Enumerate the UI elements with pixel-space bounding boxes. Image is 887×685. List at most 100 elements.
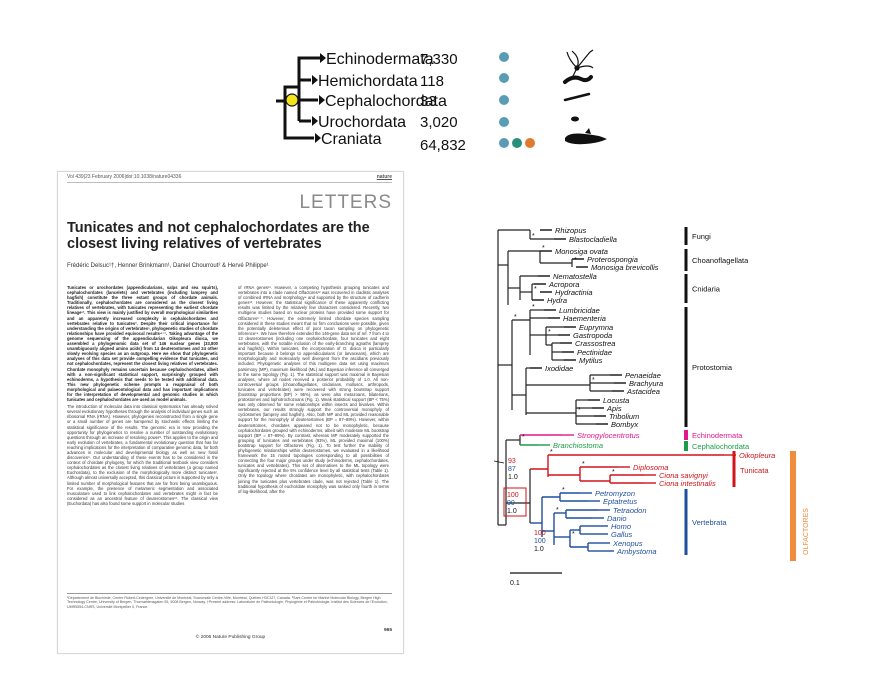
branch-lines xyxy=(276,56,320,140)
taxon-ciona-savignyi: Ciona savignyi xyxy=(659,471,708,480)
taxon-xenopus: Xenopus xyxy=(612,539,643,548)
taxon-homo: Homo xyxy=(611,522,631,531)
body-text-right: of rRNA genes¹¹. However, a competing hy… xyxy=(238,285,389,494)
taxon-penaeidae: Penaeidae xyxy=(625,371,661,380)
group-label-fungi: Fungi xyxy=(692,232,711,241)
count-echinodermata: 7,330 xyxy=(420,51,458,68)
support-box-mp: 100 xyxy=(507,492,519,499)
group-label-tunicata: Tunicata xyxy=(740,466,769,475)
paper-page: Vol 439|23 February 2006|doi:10.1038/nat… xyxy=(57,171,404,654)
crinoid-icon xyxy=(566,49,594,77)
taxon-ciona-intestinalis: Ciona intestinalis xyxy=(659,479,716,488)
count-cephalochordata: 33 xyxy=(420,93,437,110)
taxon-euprymna: Euprymna xyxy=(579,323,613,332)
support-star-4: * xyxy=(514,314,517,321)
dot-urochordata xyxy=(499,117,509,127)
count-hemichordata: 118 xyxy=(420,73,444,90)
taxon-apis: Apis xyxy=(606,404,622,413)
taxon-astacidea: Astacidea xyxy=(626,387,660,396)
taxon-labels: Echinodermata Hemichordata Cephalochorda… xyxy=(318,51,447,148)
dot-hemichordata xyxy=(499,73,509,83)
taxon-echinodermata: Echinodermata xyxy=(326,51,434,68)
taxon-branchiostoma: Branchiostoma xyxy=(553,441,603,450)
paper-title: Tunicates and not cephalochordates are t… xyxy=(67,220,370,252)
taxon-monosiga-brevicollis: Monosiga brevicollis xyxy=(591,263,659,272)
taxon-crassostrea: Crassostrea xyxy=(575,339,615,348)
group-label-echinodermata: Echinodermata xyxy=(692,431,743,440)
support-star-13: * xyxy=(562,487,565,494)
group-label-cnidaria: Cnidaria xyxy=(692,285,721,294)
taxon-ixodidae: Ixodidae xyxy=(545,364,573,373)
taxon-proterospongia: Proterospongia xyxy=(587,255,638,264)
taxon-haementeria: Haementeria xyxy=(563,314,606,323)
dot-craniata-2 xyxy=(512,138,522,148)
header-citation: Vol 439|23 February 2006|doi:10.1038/nat… xyxy=(67,174,182,180)
lancelet-icon xyxy=(563,92,591,102)
chordate-summary-tree: Echinodermata Hemichordata Cephalochorda… xyxy=(276,51,466,154)
support-star-7: * xyxy=(592,377,595,384)
taxon-bombyx: Bombyx xyxy=(611,420,638,429)
support-vert-ml: 100 xyxy=(534,538,546,545)
count-craniata: 64,832 xyxy=(420,137,466,154)
body-text-left: The introduction of molecular data into … xyxy=(67,404,218,506)
taxon-hemichordata: Hemichordata xyxy=(318,73,418,90)
scale-bar-label: 0.1 xyxy=(510,580,520,587)
journal-header: Vol 439|23 February 2006|doi:10.1038/nat… xyxy=(67,173,392,183)
count-urochordata: 3,020 xyxy=(420,114,458,131)
group-label-protostomia: Protostomia xyxy=(692,363,733,372)
dot-cephalochordata xyxy=(499,95,509,105)
support-olf-mp: 93 xyxy=(508,458,516,465)
taxon-gallus: Gallus xyxy=(611,530,633,539)
support-star-6: * xyxy=(548,329,551,336)
taxon-gastropoda: Gastropoda xyxy=(573,331,612,340)
taxon-cephalochordata: Cephalochordata xyxy=(325,93,447,110)
support-star-2: * xyxy=(574,257,577,264)
chordate-node-marker xyxy=(285,93,299,107)
taxon-strongylocentrotus: Strongylocentrotus xyxy=(577,431,640,440)
support-star-14: * xyxy=(556,507,559,514)
group-label-cephalochordata: Cephalochordata xyxy=(692,442,750,451)
support-box-ml: 90 xyxy=(507,500,515,507)
dot-echinodermata xyxy=(499,52,509,62)
tunicate-icon xyxy=(571,116,579,122)
olfactores-support-box xyxy=(503,487,527,517)
support-star-1: * xyxy=(542,245,545,252)
affiliations-footnote: ¹Département de Biochimie, Centre Robert… xyxy=(67,593,392,609)
page-number: 965 xyxy=(383,628,392,633)
taxon-pectinidae: Pectinidae xyxy=(577,348,612,357)
support-star-10: * xyxy=(550,449,553,456)
tree-branches xyxy=(276,56,320,140)
taxon-craniata: Craniata xyxy=(321,131,382,148)
text-column-right: of rRNA genes¹¹. However, a competing hy… xyxy=(238,285,389,494)
support-olf-bayes: 1.0 xyxy=(508,474,518,481)
tree-arrowheads xyxy=(312,53,326,143)
taxon-mytilus: Mytilus xyxy=(579,356,603,365)
taxon-danio: Danio xyxy=(607,514,627,523)
support-star-12: * xyxy=(612,469,615,476)
animal-silhouettes xyxy=(563,49,607,145)
journal-name: nature xyxy=(376,174,392,180)
support-deut-leader xyxy=(493,460,505,464)
support-olf-ml: 87 xyxy=(508,466,516,473)
taxon-monosiga-ovata: Monosiga ovata xyxy=(555,247,608,256)
abstract-text: Tunicates or urochordates (appendiculari… xyxy=(67,285,218,403)
taxon-hydra: Hydra xyxy=(547,296,567,305)
dot-craniata-3 xyxy=(525,138,535,148)
taxon-petromyzon: Petromyzon xyxy=(595,489,635,498)
support-star-0: * xyxy=(532,233,535,240)
section-label: LETTERS xyxy=(299,192,392,213)
support-star-9: * xyxy=(522,434,525,441)
bracket-cephalochordata xyxy=(684,441,688,451)
group-label-vertebrata: Vertebrata xyxy=(692,518,727,527)
taxon-blastocladiella: Blastocladiella xyxy=(569,235,617,244)
taxon-urochordata: Urochordata xyxy=(318,114,406,131)
support-star-8: * xyxy=(578,407,581,414)
support-box-bayes: 1.0 xyxy=(507,508,517,515)
text-column-left: Tunicates or urochordates (appendiculari… xyxy=(67,285,218,506)
copyright-notice: © 2006 Nature Publishing Group xyxy=(195,635,266,640)
taxon-ambystoma: Ambystoma xyxy=(616,547,657,556)
taxon-eptatretus: Eptatretus xyxy=(603,497,637,506)
taxon-acropora: Acropora xyxy=(548,280,579,289)
